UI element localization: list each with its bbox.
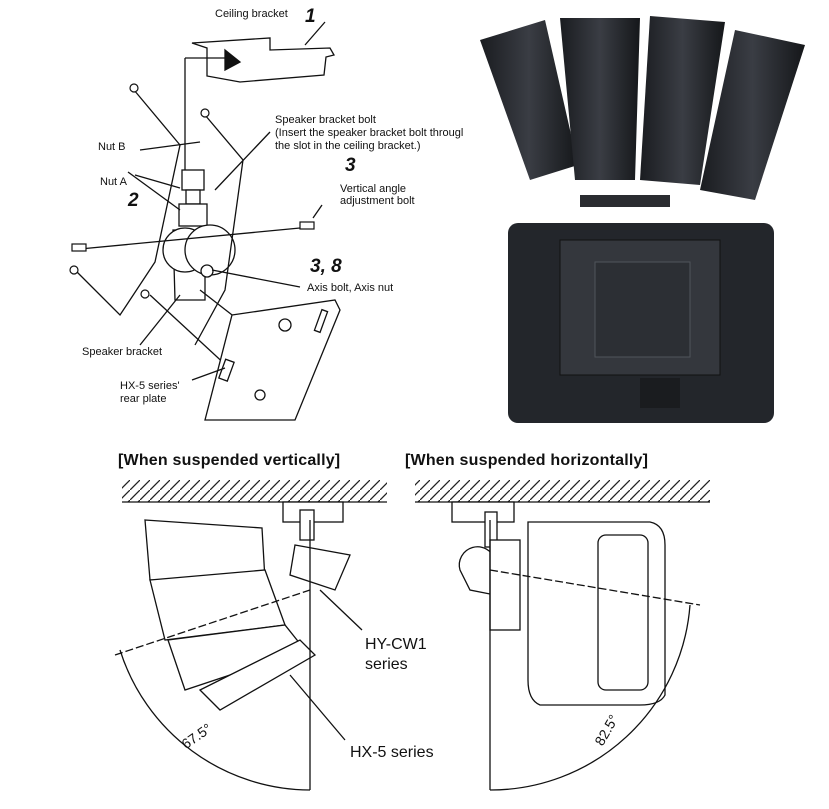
speaker-array-photo bbox=[480, 16, 805, 207]
bolts bbox=[69, 83, 315, 299]
speaker-bracket-label: Speaker bracket bbox=[82, 346, 163, 358]
rear-plate-label-2: rear plate bbox=[120, 393, 167, 405]
rear-plate-label-1: HX-5 series' bbox=[120, 380, 180, 392]
step-1-number: 1 bbox=[305, 6, 316, 27]
step-3-8-number: 3, 8 bbox=[310, 256, 342, 277]
nut-a-label: Nut A bbox=[100, 176, 127, 188]
speaker-bracket-bolt-note-1: (Insert the speaker bracket bolt througl bbox=[275, 127, 464, 139]
step-3-number: 3 bbox=[345, 155, 356, 176]
hy-cw1-label: HY-CW1 bbox=[365, 636, 427, 653]
speaker-bracket-bolt-note-2: the slot in the ceiling bracket.) bbox=[275, 140, 421, 152]
horizontal-heading: [When suspended horizontally] bbox=[405, 452, 649, 469]
hy-cw1-series-label: series bbox=[365, 656, 408, 673]
horizontal-suspension-drawing bbox=[415, 480, 710, 791]
ceiling-bracket-drawing bbox=[184, 21, 335, 170]
rear-plate-drawing bbox=[191, 299, 341, 421]
nut-b-label: Nut B bbox=[98, 141, 126, 153]
axis-bolt-label: Axis bolt, Axis nut bbox=[307, 282, 394, 294]
vertical-suspension-drawing bbox=[114, 480, 387, 791]
speaker-rear-photo bbox=[508, 223, 774, 423]
speaker-bracket-bolt-label: Speaker bracket bolt bbox=[275, 114, 376, 126]
vertical-heading: [When suspended vertically] bbox=[118, 452, 341, 469]
vertical-angle-label-2: adjustment bolt bbox=[340, 195, 415, 207]
ceiling-bracket-label: Ceiling bracket bbox=[215, 8, 288, 20]
hx-5-label: HX-5 series bbox=[350, 744, 434, 761]
step-2-number: 2 bbox=[128, 190, 139, 211]
vertical-angle-label-1: Vertical angle bbox=[340, 183, 407, 195]
